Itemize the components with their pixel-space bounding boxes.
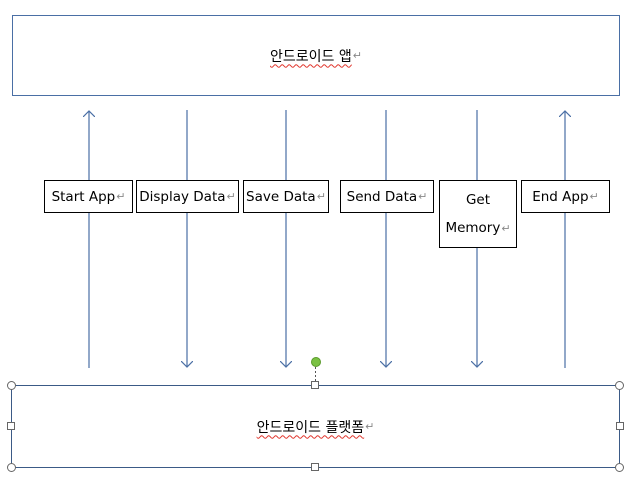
- end-app-label: End App: [532, 188, 589, 205]
- get-memory-label-line2: Memory: [445, 219, 501, 236]
- android-platform-box[interactable]: 안드로이드 플랫폼↵: [11, 385, 620, 468]
- resize-handle-bottom-left[interactable]: [7, 463, 16, 472]
- save-data-label-box[interactable]: Save Data↵: [243, 180, 329, 213]
- start-app-label-box[interactable]: Start App↵: [44, 180, 133, 213]
- paragraph-mark-icon: ↵: [316, 189, 326, 203]
- resize-handle-top-left[interactable]: [7, 381, 16, 390]
- get-memory-label-box[interactable]: Get Memory↵: [439, 180, 517, 248]
- paragraph-mark-icon: ↵: [352, 49, 362, 62]
- end-app-label-box[interactable]: End App↵: [521, 180, 610, 213]
- display-data-label-box[interactable]: Display Data↵: [136, 180, 239, 213]
- save-data-label: Save Data: [246, 188, 316, 205]
- rotate-handle[interactable]: [311, 357, 321, 367]
- android-platform-label: 안드로이드 플랫폼: [256, 419, 365, 436]
- paragraph-mark-icon: ↵: [226, 189, 236, 203]
- resize-handle-top-center[interactable]: [311, 381, 319, 389]
- resize-handle-middle-left[interactable]: [7, 422, 15, 430]
- get-memory-label-line1: Get: [465, 191, 491, 208]
- display-data-label: Display Data: [139, 188, 226, 205]
- resize-handle-bottom-right[interactable]: [615, 463, 624, 472]
- android-app-label: 안드로이드 앱: [270, 48, 352, 65]
- resize-handle-bottom-center[interactable]: [311, 463, 319, 471]
- send-data-label-box[interactable]: Send Data↵: [340, 180, 434, 213]
- resize-handle-middle-right[interactable]: [616, 422, 624, 430]
- resize-handle-top-right[interactable]: [615, 381, 624, 390]
- send-data-label: Send Data: [346, 188, 418, 205]
- paragraph-mark-icon: ↵: [365, 420, 375, 433]
- android-app-box[interactable]: 안드로이드 앱↵: [12, 15, 620, 96]
- paragraph-mark-icon: ↵: [116, 189, 126, 203]
- paragraph-mark-icon: ↵: [501, 221, 511, 235]
- paragraph-mark-icon: ↵: [418, 189, 428, 203]
- start-app-label: Start App: [51, 188, 116, 205]
- paragraph-mark-icon: ↵: [589, 189, 599, 203]
